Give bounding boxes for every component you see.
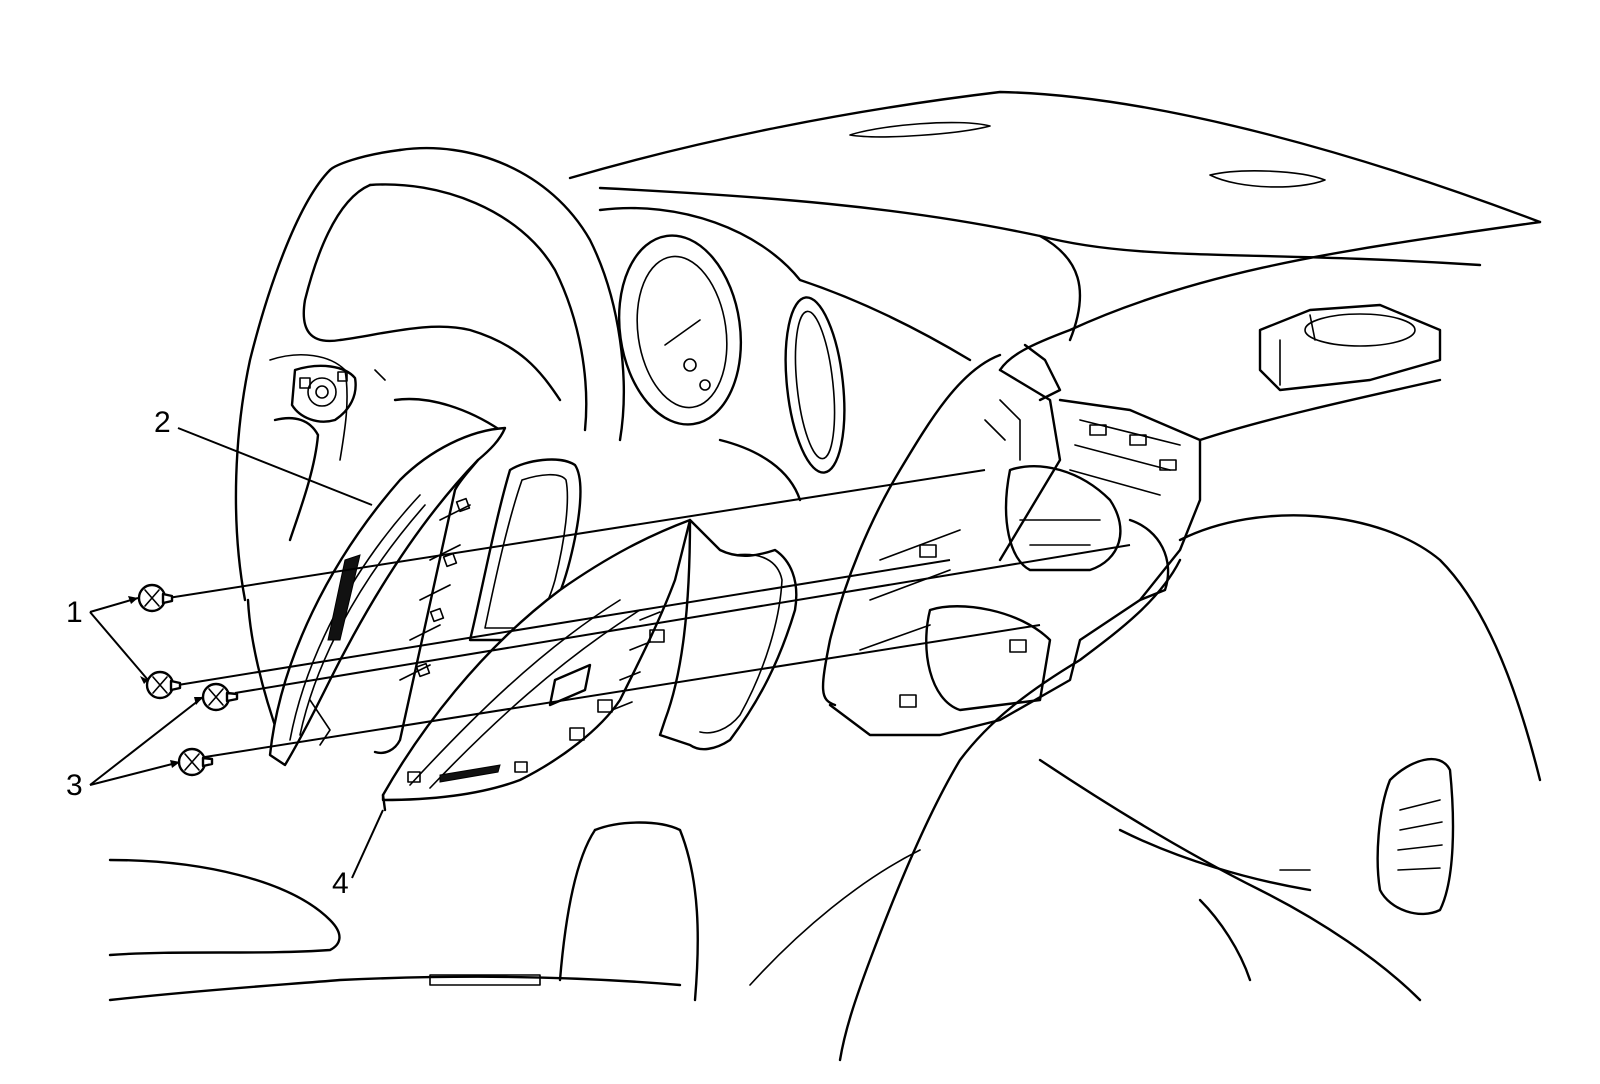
lower-console [108,821,921,1002]
callout-3: 3 [66,769,83,802]
fastener-3b-icon [177,747,214,777]
instrument-panel-top [568,90,1542,372]
fastener-1b-icon [145,670,182,700]
part-2-left-bezel [268,426,507,767]
callout-leaders [89,427,384,879]
callout-2: 2 [154,406,171,439]
right-lower-dash [838,378,1542,1062]
instrument-cluster [598,206,972,502]
callout-4: 4 [332,867,349,900]
fastener-3a-icon [201,682,239,712]
right-dash-module [1258,303,1442,392]
part-4-center-bezel [381,518,692,812]
fastener-1a-icon [137,583,174,613]
callout-1: 1 [66,596,83,629]
center-air-vent-duct [569,518,798,751]
steering-wheel [234,146,625,742]
explosion-lines [167,469,1131,758]
center-stack-bracket [821,343,1202,737]
